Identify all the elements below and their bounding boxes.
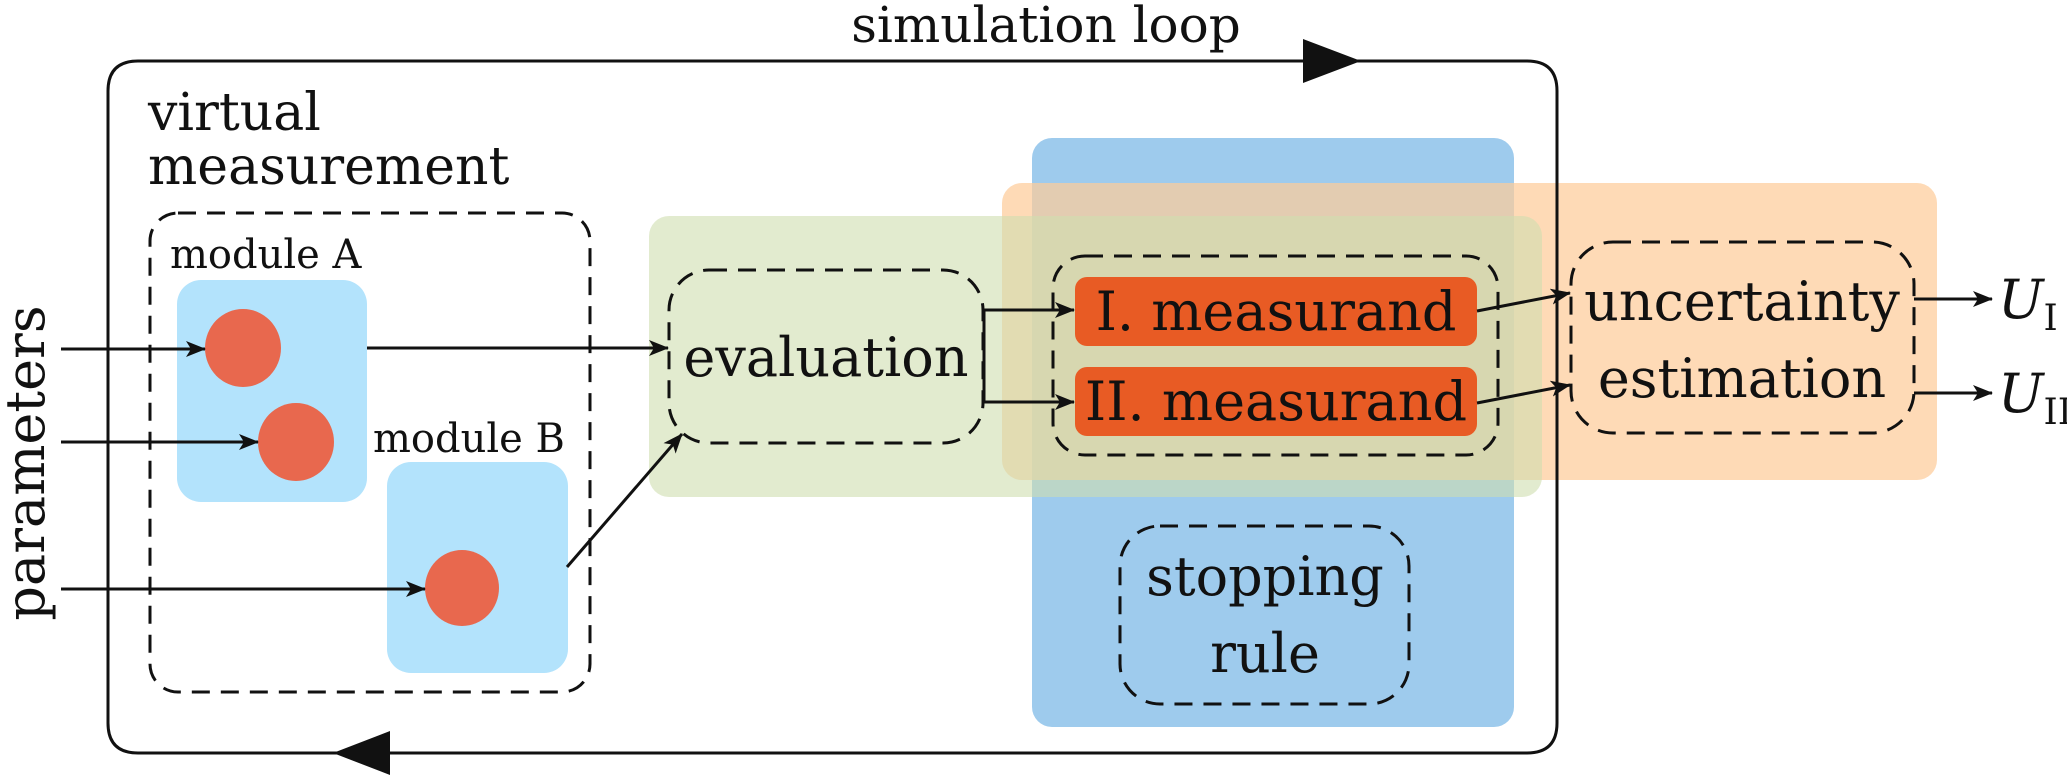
output-u1-subscript: I: [2044, 298, 2058, 339]
module-b-label: module B: [373, 416, 565, 462]
evaluation-label: evaluation: [683, 326, 968, 389]
uncertainty-estimation-box[interactable]: [1569, 240, 1916, 435]
measurand-1-label: I. measurand: [1096, 280, 1457, 343]
evaluation-box[interactable]: [667, 268, 985, 445]
simulation-loop-label: simulation loop: [851, 0, 1241, 54]
module-a-label: module A: [170, 232, 363, 278]
virtual-measurement-label-2: measurement: [148, 137, 509, 197]
measurand-2-label: II. measurand: [1085, 370, 1467, 433]
uncertainty-label-2: estimation: [1598, 347, 1886, 410]
output-u2-symbol: U: [1998, 362, 2045, 425]
module-a-node-1[interactable]: [205, 309, 281, 387]
module-b-to-evaluation-arrow: [565, 433, 684, 568]
measurand-1-box[interactable]: [1075, 277, 1477, 346]
module-a-node-2[interactable]: [258, 403, 334, 481]
output-u1-symbol: U: [1998, 268, 2045, 331]
parameters-label: parameters: [0, 305, 57, 620]
measurand-2-to-uncertainty-arrow: [1476, 380, 1571, 405]
output-u2-subscript: II: [2044, 392, 2067, 433]
simulation-loop-frame: [106, 59, 1559, 755]
virtual-measurement-box: [148, 211, 592, 694]
uncertainty-label-1: uncertainty: [1584, 270, 1900, 333]
measurand-1-to-uncertainty-arrow: [1476, 288, 1571, 313]
stopping-rule-box[interactable]: [1118, 524, 1411, 706]
stopping-rule-label-1: stopping: [1146, 545, 1384, 608]
output-u1: UI: [1998, 268, 2058, 339]
output-u2: UII: [1998, 362, 2067, 433]
measurand-group-box: [1051, 254, 1500, 457]
module-b-node[interactable]: [425, 550, 499, 626]
loop-arrow-bottom-icon: [333, 731, 390, 775]
loop-arrow-top-icon: [1303, 39, 1361, 83]
stopping-rule-label-2: rule: [1210, 622, 1320, 685]
virtual-measurement-label-1: virtual: [147, 83, 321, 143]
measurand-2-box[interactable]: [1075, 367, 1477, 436]
